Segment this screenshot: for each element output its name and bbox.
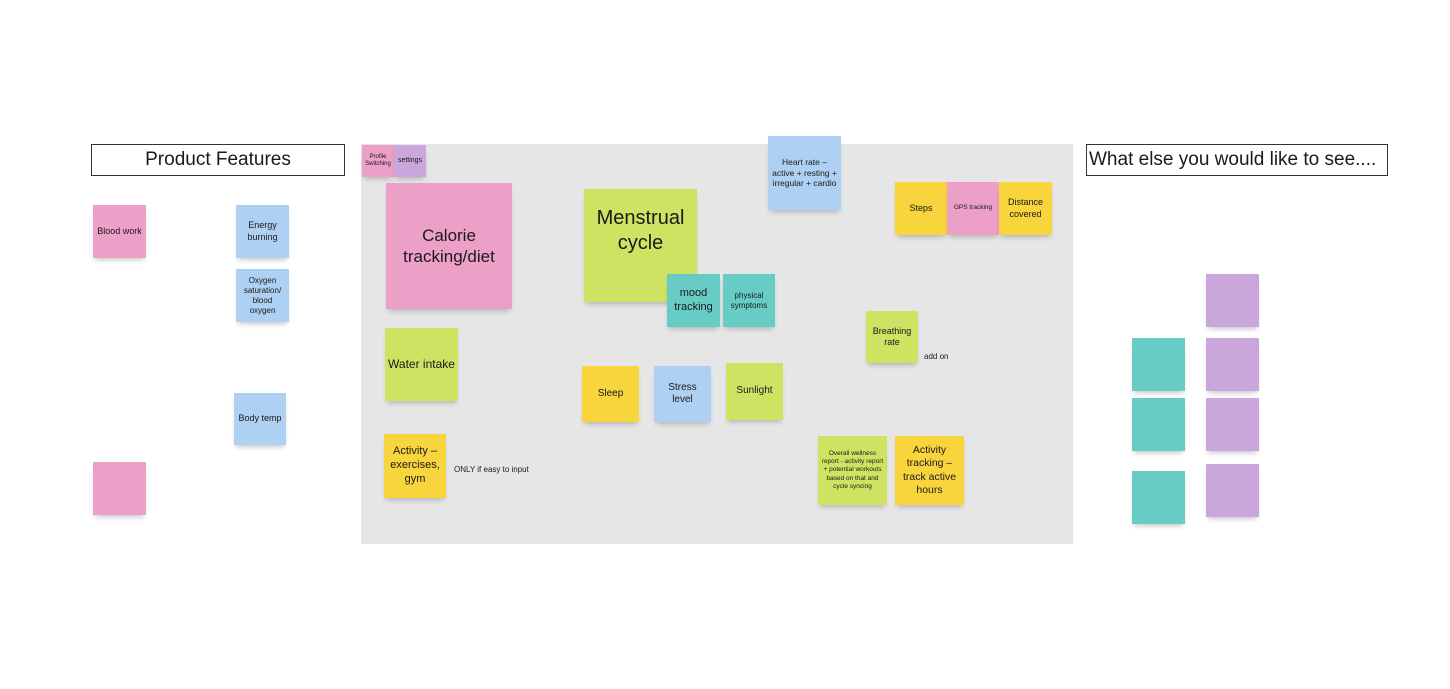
sticky-settings[interactable]: settings	[394, 145, 426, 177]
product-features-title[interactable]: Product Features	[91, 144, 345, 176]
sticky-blank-purple-4[interactable]	[1206, 464, 1259, 517]
sticky-blank-teal-2[interactable]	[1132, 398, 1185, 451]
only-if-easy-note[interactable]: ONLY if easy to input	[454, 465, 529, 474]
sticky-blank-teal-1[interactable]	[1132, 338, 1185, 391]
sticky-blank-purple-2[interactable]	[1206, 338, 1259, 391]
sticky-activity-exercises[interactable]: Activity – exercises, gym	[384, 434, 446, 498]
product-features-title-text: Product Features	[145, 149, 291, 170]
sticky-distance-covered[interactable]: Distance covered	[999, 182, 1052, 235]
sticky-gps-tracking[interactable]: GPS tracking	[947, 182, 999, 235]
sticky-blank-teal-3[interactable]	[1132, 471, 1185, 524]
sticky-overall-wellness[interactable]: Overall wellness report - activity repor…	[818, 436, 887, 505]
sticky-stress-level[interactable]: Stress level	[654, 366, 711, 422]
sticky-blank-purple-1[interactable]	[1206, 274, 1259, 327]
what-else-title-text: What else you would like to see....	[1089, 149, 1377, 170]
sticky-blank-pink[interactable]	[93, 462, 146, 515]
sticky-physical-symptoms[interactable]: physical symptoms	[723, 274, 775, 327]
sticky-steps[interactable]: Steps	[895, 182, 947, 235]
sticky-profile-switching[interactable]: Profile Switching	[362, 145, 394, 177]
sticky-blood-work[interactable]: Blood work	[93, 205, 146, 258]
add-on-note[interactable]: add on	[924, 352, 949, 361]
sticky-blank-purple-3[interactable]	[1206, 398, 1259, 451]
sticky-oxygen-saturation[interactable]: Oxygen saturation/ blood oxygen	[236, 269, 289, 322]
what-else-title[interactable]: What else you would like to see....	[1086, 144, 1388, 176]
sticky-sleep[interactable]: Sleep	[582, 366, 639, 422]
sticky-water-intake[interactable]: Water intake	[385, 328, 458, 401]
sticky-breathing-rate[interactable]: Breathing rate	[866, 311, 918, 363]
sticky-activity-tracking[interactable]: Activity tracking – track active hours	[895, 436, 964, 505]
sticky-sunlight[interactable]: Sunlight	[726, 363, 783, 420]
sticky-energy-burning[interactable]: Energy burning	[236, 205, 289, 258]
sticky-body-temp[interactable]: Body temp	[234, 393, 286, 445]
sticky-heart-rate[interactable]: Heart rate – active + resting + irregula…	[768, 136, 841, 210]
sticky-calorie-tracking[interactable]: Calorie tracking/diet	[386, 183, 512, 309]
sticky-mood-tracking[interactable]: mood tracking	[667, 274, 720, 327]
